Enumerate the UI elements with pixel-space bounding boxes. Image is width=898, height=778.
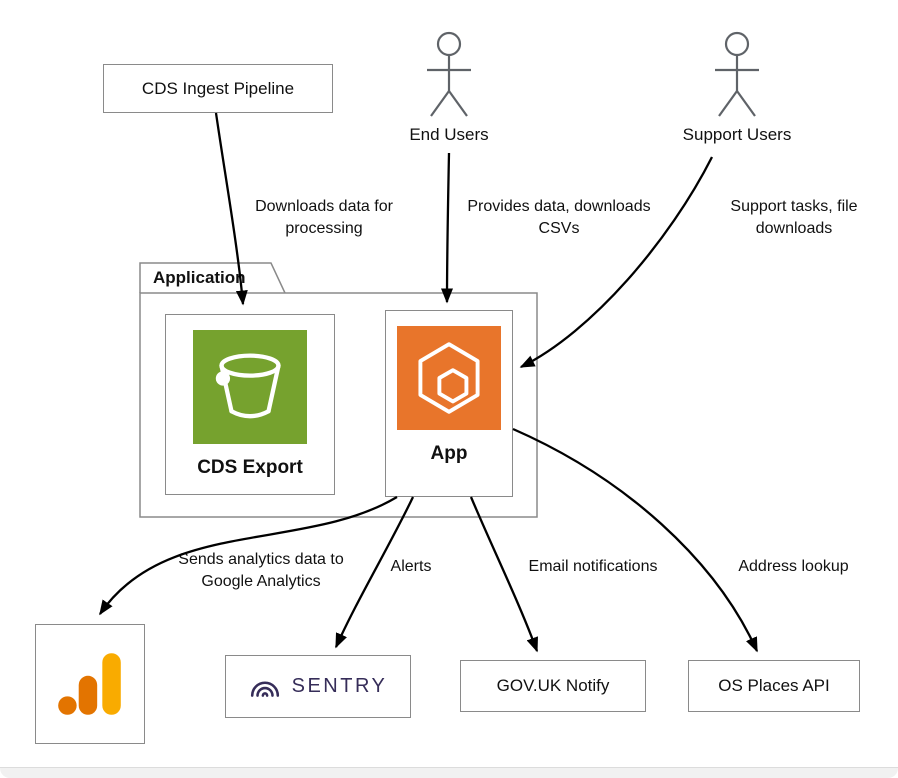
application-group-label: Application (153, 268, 246, 287)
support-users-actor-icon (715, 31, 759, 117)
edge-end-users-to-app (441, 152, 454, 304)
google-analytics-icon (58, 653, 121, 715)
node-cds-export: CDS Export (165, 314, 335, 495)
edge-label-alerts: Alerts (390, 558, 432, 575)
edge-label-support-tasks: Support tasks, file downloads (730, 198, 858, 238)
app-label: App (430, 443, 468, 464)
cds-export-label: CDS Export (197, 457, 303, 478)
sentry-logo-icon (250, 680, 279, 697)
support-users-label: Support Users (682, 125, 792, 144)
node-govuk-notify: GOV.UK Notify (460, 660, 646, 712)
edge-label-email-notifications: Email notifications (528, 558, 658, 575)
end-users-actor-icon (427, 31, 471, 117)
node-app: App (385, 310, 513, 497)
edge-label-provides-data: Provides data, downloads CSVs (467, 198, 651, 238)
govuk-notify-label: GOV.UK Notify (496, 676, 610, 695)
edge-label-sends-analytics: Sends analytics data to Google Analytics (178, 551, 344, 591)
edge-label-downloads-data: Downloads data for processing (255, 198, 393, 238)
aws-s3-bucket-icon (193, 330, 307, 444)
node-os-places-api: OS Places API (688, 660, 860, 712)
aws-ecs-container-icon (397, 326, 501, 430)
edge-support-users-to-app (519, 156, 714, 369)
edge-label-address-lookup: Address lookup (738, 558, 849, 575)
os-places-api-label: OS Places API (718, 676, 830, 695)
cds-ingest-pipeline-label: CDS Ingest Pipeline (141, 78, 295, 98)
sentry-label: SENTRY (291, 675, 388, 697)
node-cds-ingest-pipeline: CDS Ingest Pipeline (103, 64, 333, 113)
node-google-analytics (35, 624, 145, 744)
window-bottom-chrome (0, 767, 898, 778)
end-users-label: End Users (409, 125, 489, 144)
node-sentry: SENTRY (225, 655, 411, 718)
edge-app-to-os-places (512, 427, 759, 653)
